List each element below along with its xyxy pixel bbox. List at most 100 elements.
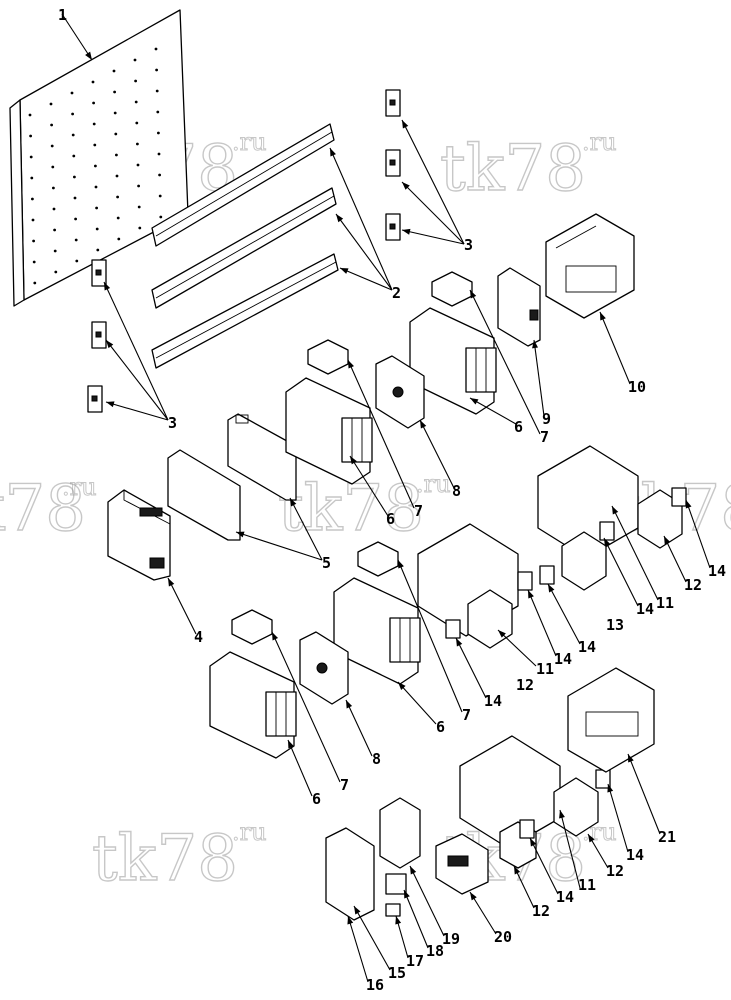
leader-line	[397, 559, 463, 713]
callout-label: 14	[578, 638, 596, 656]
plate-hole	[157, 152, 161, 156]
plate-hole	[29, 155, 33, 159]
leader-line	[527, 589, 557, 657]
contactors	[209, 307, 497, 759]
leader-line	[419, 419, 455, 489]
arrowhead	[330, 148, 336, 157]
callout-label: 3	[464, 236, 473, 254]
arrowhead	[340, 268, 349, 274]
leader-line	[335, 213, 393, 291]
leader-line	[663, 535, 687, 583]
callout-label: 6	[386, 510, 395, 528]
arrowhead	[402, 120, 409, 129]
callout-label: 1	[58, 6, 67, 24]
leader-line	[627, 753, 661, 835]
arrowhead	[664, 536, 671, 545]
leader-line	[397, 681, 437, 725]
callout-label: 14	[708, 562, 726, 580]
plate-hole	[112, 69, 116, 73]
callout-label: 5	[322, 554, 331, 572]
plate-hole	[115, 174, 119, 178]
callout-label: 20	[494, 928, 512, 946]
plate-hole	[72, 154, 76, 158]
four-pole-breaker	[567, 667, 655, 773]
plate-hole	[133, 58, 137, 62]
relay-base-items	[325, 797, 421, 921]
plate-hole	[138, 226, 142, 230]
leader-line	[353, 905, 391, 971]
arrowhead	[348, 360, 354, 369]
plate-hole	[91, 80, 95, 84]
callout-label: 15	[388, 964, 406, 982]
plate-hole	[32, 260, 36, 264]
plate-hole	[155, 68, 159, 72]
watermark: tk78	[92, 822, 238, 896]
callout-label: 14	[626, 846, 644, 864]
leader-line	[599, 311, 631, 385]
arrowhead	[420, 420, 427, 429]
callout-label: 11	[578, 876, 596, 894]
plate-hole	[117, 237, 121, 241]
callout-label: 7	[540, 428, 549, 446]
leader-line	[339, 267, 393, 291]
plate-hole	[137, 184, 141, 188]
leader-line	[403, 889, 429, 949]
plate-hole	[53, 228, 56, 232]
plate-hole	[75, 259, 79, 263]
leader-line	[349, 455, 389, 517]
watermark: tk78	[440, 132, 586, 206]
callout-label: 6	[436, 718, 445, 736]
callout-label: 7	[414, 502, 423, 520]
callout-label: 7	[462, 706, 471, 724]
callout-label: 4	[194, 628, 203, 646]
arrowhead	[600, 312, 606, 321]
arrowhead	[470, 892, 477, 901]
plate-hole	[135, 121, 139, 125]
plate-hole	[71, 112, 74, 116]
leader-line	[611, 505, 659, 601]
plate-hole	[95, 227, 99, 231]
leader-line	[105, 401, 169, 421]
plate-hole	[52, 207, 56, 211]
watermark-suffix: .ru	[232, 128, 267, 156]
plate-hole	[50, 123, 53, 127]
callout-label: 8	[372, 750, 381, 768]
plate-hole	[32, 239, 35, 243]
plate-hole	[71, 133, 75, 137]
plate-hole	[116, 216, 120, 220]
leader-line	[409, 865, 445, 937]
callout-label: 11	[656, 594, 674, 612]
leader-line	[401, 181, 465, 245]
plate-hole	[156, 110, 160, 114]
multi-pole-breaker	[545, 213, 635, 319]
callout-label: 21	[658, 828, 676, 846]
plate-hole	[154, 47, 158, 51]
plate-hole	[49, 102, 53, 106]
plate-hole	[95, 206, 98, 210]
plate-hole	[50, 144, 54, 148]
arrowhead	[106, 340, 114, 349]
plate-hole	[157, 131, 160, 135]
plate-hole	[159, 215, 163, 219]
relay-module	[107, 489, 171, 581]
leader-line	[271, 631, 341, 783]
plate-hole	[53, 249, 57, 253]
end-clamps	[87, 89, 401, 413]
plate-hole	[29, 134, 32, 138]
leader-line	[497, 629, 537, 667]
leader-line	[529, 837, 559, 895]
arrowhead	[588, 834, 595, 843]
callout-label: 12	[606, 862, 624, 880]
plate-hole	[94, 185, 98, 189]
arrowhead	[346, 700, 353, 709]
arrowhead	[628, 754, 634, 763]
watermark-suffix: .ru	[62, 473, 97, 501]
callout-label: 14	[556, 888, 574, 906]
arrowhead	[398, 560, 404, 569]
leader-line	[329, 147, 393, 291]
plate-hole	[134, 79, 138, 83]
callout-numbers: 1 2 3 3 4 5 6 6 6 6 7 7 7 7 8 8 9 10 11 …	[58, 6, 726, 994]
arrowhead	[350, 456, 357, 465]
callout-label: 7	[340, 776, 349, 794]
watermark-suffix: .ru	[416, 470, 451, 498]
